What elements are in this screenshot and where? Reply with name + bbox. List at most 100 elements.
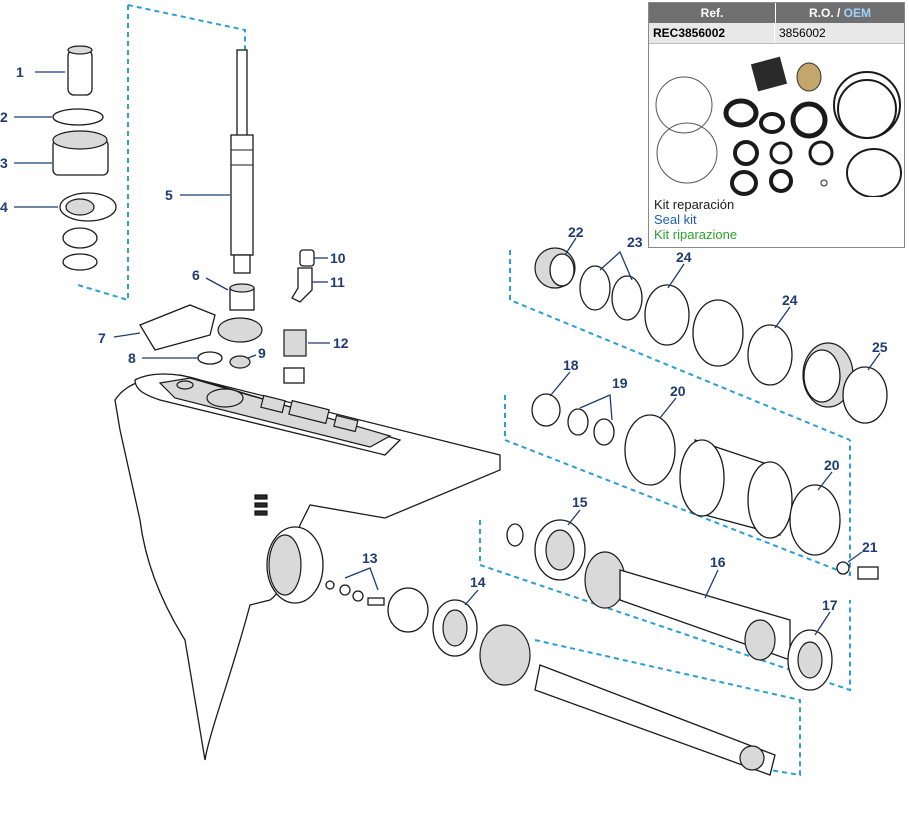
callout-4: 4 [0, 199, 8, 215]
leader-14 [464, 589, 479, 606]
gearcase-housing [114, 373, 501, 761]
group-outline-propshaft-housing [509, 250, 851, 441]
callout-14: 14 [470, 574, 486, 590]
part-6-needle-bearing [229, 283, 255, 311]
part-24b-o-ring [747, 324, 793, 386]
leader-15 [567, 509, 581, 526]
callout-12: 12 [333, 335, 349, 351]
propshaft-seal [506, 523, 524, 547]
part-4c-seal [62, 253, 98, 271]
bearing-carrier [679, 439, 793, 539]
kit-table-row: REC3856002 3856002 [649, 23, 904, 44]
kit-oem-value: 3856002 [779, 26, 826, 40]
leader-21 [847, 551, 863, 563]
callout-13: 13 [362, 550, 378, 566]
leader-24a [667, 263, 685, 289]
leader-9 [247, 354, 257, 359]
part-1-bushing [67, 45, 93, 96]
reverse-gear [479, 624, 531, 686]
part-21-bolt [836, 561, 879, 580]
part-10-sleeve [299, 249, 315, 267]
part-19a-seal [567, 408, 589, 436]
part-20b-o-ring [789, 484, 841, 556]
callout-8: 8 [128, 350, 136, 366]
callout-19: 19 [612, 375, 628, 391]
part-4b-race [62, 227, 98, 249]
part-24a-o-ring [644, 284, 690, 346]
part-3-bearing-cup [52, 130, 109, 176]
leader-25 [867, 352, 881, 371]
callout-23: 23 [627, 234, 643, 250]
part-16-propshaft [584, 551, 791, 661]
callout-24a: 24 [676, 249, 692, 265]
pinion-gear [217, 317, 263, 343]
kit-label-en: Seal kit [654, 212, 697, 227]
callout-22: 22 [568, 224, 584, 240]
kit-label-es: Kit reparación [654, 197, 735, 212]
part-17-bearing [787, 629, 833, 691]
driveshaft [230, 49, 254, 274]
seal-kit-image [655, 56, 902, 197]
kit-label-it: Kit riparazione [654, 227, 738, 242]
leader-16 [704, 569, 719, 599]
leader-6 [205, 277, 229, 291]
callout-17: 17 [822, 597, 838, 613]
kit-header-ro-oem: R.O. / OEM [776, 3, 904, 23]
callout-25: 25 [872, 339, 888, 355]
kit-labels: Kit reparación Seal kit Kit riparazione [654, 197, 737, 242]
part-15-bearing [534, 519, 586, 581]
part-18-bushing [531, 393, 561, 427]
part-19b-seal [593, 418, 615, 446]
callout-10: 10 [330, 250, 346, 266]
part-2-o-ring [52, 108, 104, 126]
callout-9: 9 [258, 345, 266, 361]
callout-3: 3 [0, 155, 8, 171]
group-outline-bearing-carrier [504, 395, 851, 577]
leader-13 [344, 567, 379, 591]
group-outline-output-shaft [534, 639, 801, 777]
part-20a-o-ring [624, 414, 676, 486]
callout-2: 2 [0, 109, 8, 125]
callout-20a: 20 [670, 383, 686, 399]
part-7-shim-block [139, 304, 216, 351]
part-12-damper [283, 329, 307, 384]
leader-7 [113, 332, 141, 338]
bearing-carrier-plate [692, 299, 744, 367]
callout-1: 1 [16, 64, 24, 80]
kit-header-ro: R.O. / [808, 6, 841, 20]
kit-table-header: Ref. R.O. / OEM [649, 3, 904, 23]
part-13-washers-screw [325, 580, 385, 606]
kit-header-oem: OEM [843, 6, 872, 20]
leader-23 [599, 250, 633, 281]
callout-6: 6 [192, 267, 200, 283]
leader-18 [549, 371, 571, 397]
callout-24b: 24 [782, 292, 798, 308]
kit-ref-value: REC3856002 [649, 23, 775, 43]
leader-20a [659, 397, 677, 419]
part-4-tapered-bearing [59, 192, 117, 222]
kit-header-ref: Ref. [649, 3, 776, 23]
callout-7: 7 [98, 330, 106, 346]
part-9-nut [229, 355, 251, 369]
leader-24b [774, 306, 791, 329]
part-22-needle-bearing [534, 247, 576, 289]
callout-11: 11 [330, 274, 345, 290]
callout-21: 21 [862, 539, 878, 555]
callout-15: 15 [572, 494, 588, 510]
callout-20b: 20 [824, 457, 840, 473]
leader-17 [814, 611, 831, 636]
leader-22 [564, 237, 577, 256]
part-23b-seal [611, 275, 643, 321]
leader-20b [817, 471, 833, 491]
group-outline-propshaft [479, 520, 851, 692]
part-8-washer [197, 351, 223, 365]
part-25-o-ring [842, 366, 888, 424]
output-shaft [534, 664, 776, 776]
part-23a-seal [579, 265, 611, 311]
part-14-o-ring [387, 587, 429, 633]
part-11-tube [291, 267, 313, 303]
part-14-bearing [432, 599, 478, 657]
callout-18: 18 [563, 357, 579, 373]
callout-16: 16 [710, 554, 726, 570]
